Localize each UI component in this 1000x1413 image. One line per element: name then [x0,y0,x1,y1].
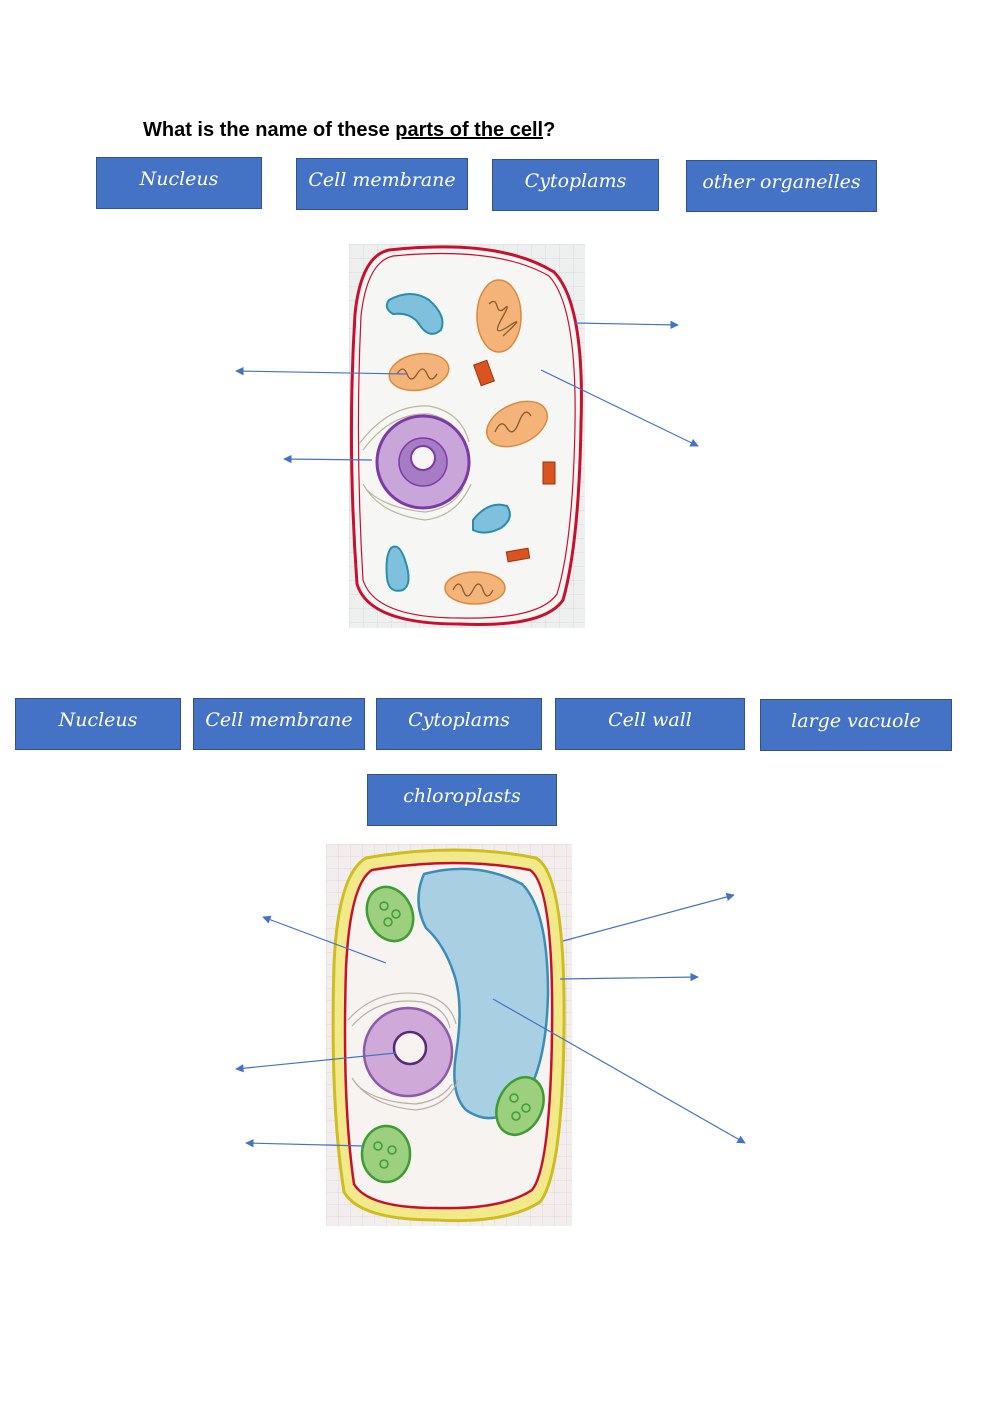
mitochondrion [476,279,522,353]
label-tile-other-organelles[interactable]: other organelles [686,160,877,212]
label-tile-cell-wall[interactable]: Cell wall [555,698,745,750]
arrow-to-chloroplast [245,1138,365,1148]
label-tile-cell-membrane-animal[interactable]: Cell membrane [296,158,468,210]
organelle-blue [385,545,410,592]
arrow-to-cytoplasm-plant [262,915,387,964]
arrow-to-cytoplasm [540,369,699,447]
label-tile-nucleus-plant[interactable]: Nucleus [15,698,181,750]
label-tile-cytoplasm-animal[interactable]: Cytoplams [492,159,659,211]
chloroplast [365,885,415,943]
mitochondrion [486,400,548,448]
chloroplast [360,1124,412,1184]
animal-cell-image [349,244,585,628]
question-underlined: parts of the cell [395,119,544,141]
organelle-blue [472,503,511,534]
question-suffix: ? [543,119,556,141]
large-vacuole [417,867,550,1120]
label-tile-nucleus-animal[interactable]: Nucleus [96,157,262,209]
organelle-red [473,359,495,387]
plant-cell-image [326,844,572,1226]
organelle-blue [385,293,444,335]
arrow-to-nucleus-plant [235,1052,397,1073]
chloroplast [495,1076,545,1136]
question-prefix: What is the name of these [143,119,396,141]
label-tile-cell-membrane-plant[interactable]: Cell membrane [193,698,365,750]
arrow-to-mitochondrion [235,366,408,376]
organelle-red [505,547,531,563]
mitochondrion [444,571,506,605]
arrow-to-cell-wall [562,892,735,942]
arrow-to-cell-membrane [559,972,699,982]
label-tile-cytoplasm-plant[interactable]: Cytoplams [376,698,542,750]
question-heading: What is the name of these parts of the c… [143,119,555,142]
organelle-red [542,461,556,485]
label-tile-large-vacuole[interactable]: large vacuole [760,699,952,751]
arrow-to-nucleus [283,454,373,464]
arrow-to-vacuole [492,998,746,1144]
label-tile-chloroplasts[interactable]: chloroplasts [367,774,557,826]
arrow-to-membrane [573,320,679,330]
